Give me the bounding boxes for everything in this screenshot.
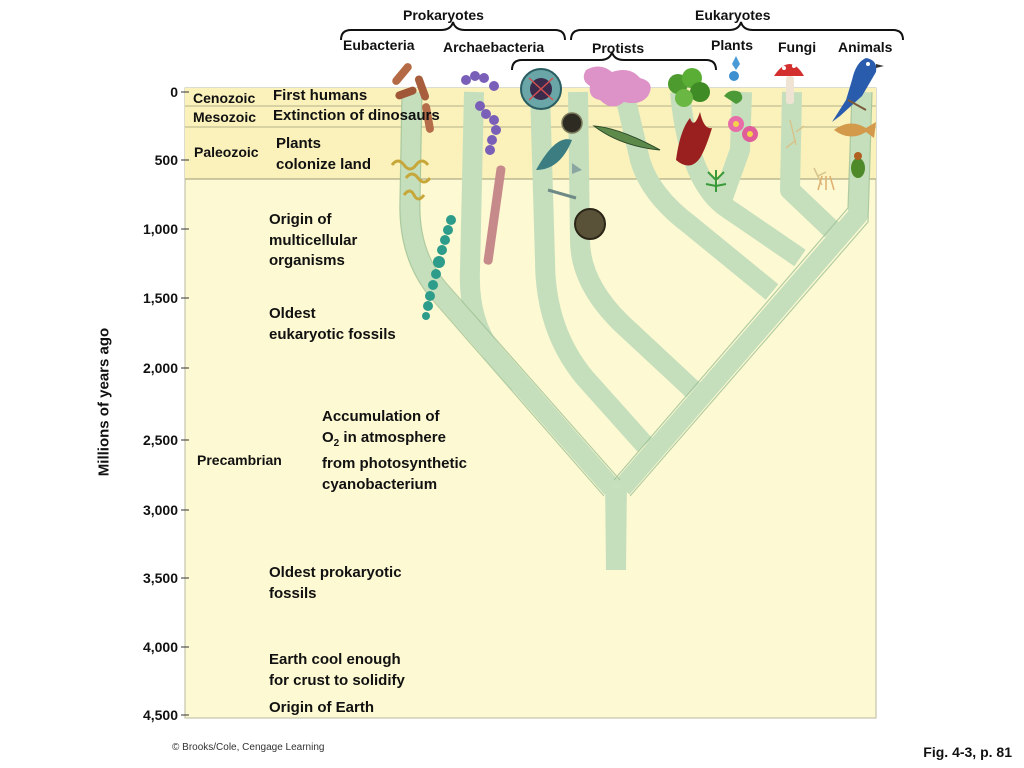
label-prokaryotes: Prokaryotes bbox=[403, 7, 484, 23]
event-line: Earth cool enough bbox=[269, 651, 401, 668]
event-line: for crust to solidify bbox=[269, 671, 405, 689]
tick-label: 1,000 bbox=[142, 221, 178, 237]
spirillum-icon bbox=[390, 159, 432, 201]
event-dinosaur-extinction: Extinction of dinosaurs bbox=[273, 107, 440, 124]
branch-protist-3 bbox=[614, 89, 779, 300]
event-multicellular: Origin of multicellular organisms bbox=[269, 210, 357, 272]
event-line-o2: O2 in atmosphere bbox=[322, 428, 467, 455]
o2-subscript: 2 bbox=[333, 437, 340, 449]
copyright-credit: © Brooks/Cole, Cengage Learning bbox=[172, 742, 325, 753]
event-prokaryotic-fossils: Oldest prokaryotic fossils bbox=[269, 563, 402, 604]
tick-label: 4,000 bbox=[142, 639, 178, 655]
o2-text: in atmosphere bbox=[339, 428, 446, 446]
seaweed-icon bbox=[676, 112, 712, 166]
mushroom-icon bbox=[774, 64, 804, 104]
event-line: Accumulation of bbox=[322, 408, 440, 425]
tick-label: 0 bbox=[170, 84, 178, 100]
event-line: Plants bbox=[276, 135, 322, 152]
event-oxygen: Accumulation of O2 in atmosphere from ph… bbox=[322, 407, 467, 495]
branch-plants bbox=[710, 91, 752, 210]
event-eukaryotic-fossils: Oldest eukaryotic fossils bbox=[269, 304, 396, 345]
event-crust-solidify: Earth cool enough for crust to solidify bbox=[269, 650, 405, 691]
bird-icon bbox=[832, 58, 884, 122]
era-mesozoic: Mesozoic bbox=[193, 109, 257, 125]
fish-icon bbox=[834, 122, 876, 138]
radiolarian-icon bbox=[520, 68, 562, 110]
event-line: Origin of bbox=[269, 211, 332, 228]
event-line: eukaryotic fossils bbox=[269, 325, 396, 343]
event-line: Oldest prokaryotic bbox=[269, 564, 402, 581]
amoeba-icon bbox=[583, 66, 651, 107]
era-paleozoic: Paleozoic bbox=[194, 144, 259, 160]
label-archaebacteria: Archaebacteria bbox=[443, 39, 545, 55]
bracket-eukaryotes bbox=[570, 21, 904, 41]
diatom-icon bbox=[536, 139, 582, 200]
tick-label: 500 bbox=[154, 152, 178, 168]
tick-label: 3,500 bbox=[142, 570, 178, 586]
label-eubacteria: Eubacteria bbox=[343, 37, 415, 53]
bracket-prokaryotes bbox=[340, 21, 566, 41]
y-axis-label: Millions of years ago bbox=[95, 327, 113, 477]
event-origin-earth: Origin of Earth bbox=[269, 699, 374, 716]
label-fungi: Fungi bbox=[778, 39, 817, 55]
archaea-filament-icon bbox=[483, 165, 506, 265]
event-line: from photosynthetic bbox=[322, 455, 467, 472]
fungus-hyphae-icon bbox=[785, 119, 827, 186]
tick-label: 2,000 bbox=[142, 360, 178, 376]
green-alga-icon bbox=[705, 170, 727, 192]
branch-protist-2 bbox=[568, 91, 700, 398]
era-precambrian: Precambrian bbox=[197, 452, 282, 468]
event-line: fossils bbox=[269, 584, 317, 602]
tick-label: 4,500 bbox=[142, 707, 178, 723]
diatom-disc-icon bbox=[561, 112, 606, 240]
moss-icon bbox=[668, 68, 710, 107]
bracket-protists bbox=[511, 51, 717, 71]
group-brackets bbox=[340, 21, 904, 71]
event-plants-colonize-land: Plants colonize land bbox=[276, 134, 371, 175]
coccus-chain-icon bbox=[461, 71, 501, 155]
event-line: multicellular bbox=[269, 231, 358, 249]
label-animals: Animals bbox=[838, 39, 893, 55]
cyanobacterium-filament-icon bbox=[422, 215, 456, 320]
event-first-humans: First humans bbox=[273, 87, 368, 104]
era-cenozoic: Cenozoic bbox=[193, 90, 256, 106]
tick-label: 2,500 bbox=[142, 432, 178, 448]
branch-protist-1 bbox=[530, 91, 653, 452]
label-plants: Plants bbox=[711, 37, 754, 53]
tick-label: 3,000 bbox=[142, 502, 178, 518]
tick-label: 1,500 bbox=[142, 290, 178, 306]
axis-ticks bbox=[181, 91, 189, 716]
beetle-icon bbox=[851, 152, 865, 178]
jellyfish-icon bbox=[817, 175, 835, 191]
flower-icon bbox=[724, 56, 758, 142]
euglena-icon bbox=[592, 125, 661, 151]
rod-bacteria-icon bbox=[392, 63, 434, 133]
event-line: organisms bbox=[269, 252, 345, 269]
label-eukaryotes: Eukaryotes bbox=[695, 7, 771, 23]
event-line: Oldest bbox=[269, 305, 316, 322]
event-line: cyanobacterium bbox=[322, 475, 438, 493]
figure-reference: Fig. 4-3, p. 81 bbox=[923, 744, 1012, 760]
o2-symbol: O bbox=[322, 428, 334, 446]
label-protists: Protists bbox=[592, 40, 645, 56]
event-line: colonize land bbox=[276, 155, 372, 173]
